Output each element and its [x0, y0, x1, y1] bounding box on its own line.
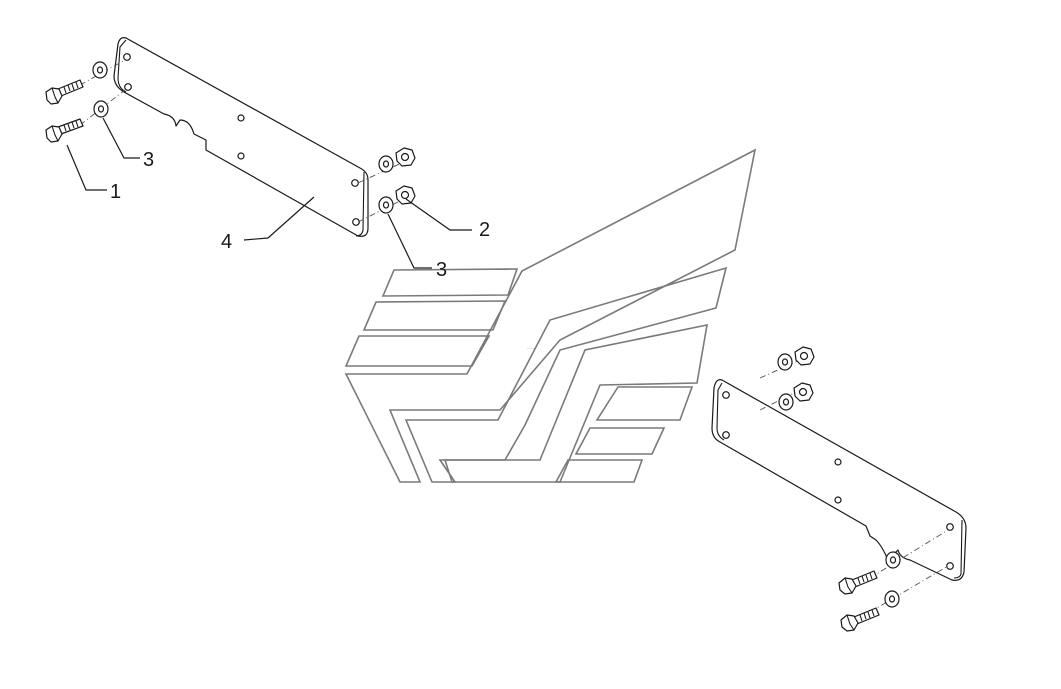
callout-plate: 4: [221, 231, 232, 253]
nut-lower: [395, 185, 416, 205]
callout-nut: 2: [479, 219, 490, 241]
callout-bolt: 1: [110, 181, 121, 203]
logo-fine-print: -- ---: [527, 345, 535, 350]
leader-plate: [243, 196, 315, 241]
washer-lower-right: [378, 196, 394, 214]
leader-nut: [405, 198, 472, 231]
nut-right-upper: [794, 346, 815, 366]
washer-upper-right: [378, 155, 394, 173]
bolt-upper-left: [45, 79, 84, 105]
mounting-plate-left: [113, 37, 369, 237]
left-mounting-plate-assembly: [45, 37, 416, 237]
washer-right-bolt-upper: [885, 551, 901, 569]
mounting-plate-right: [711, 379, 967, 581]
washer-lower-left: [93, 100, 109, 118]
bolt-right-upper: [838, 570, 878, 595]
washer-right-lower-a: [778, 393, 794, 411]
leader-bolt: [66, 144, 107, 191]
washer-right-bolt-lower: [884, 590, 900, 608]
leader-washer-lower: [387, 213, 432, 269]
callout-washer-lower: 3: [436, 259, 447, 281]
bolt-lower-left: [45, 118, 84, 143]
brand-logo-watermark: -- ---: [344, 148, 757, 483]
nut-upper: [395, 147, 416, 167]
right-mounting-plate-assembly: [711, 346, 967, 632]
bolt-right-lower: [840, 607, 880, 632]
leader-lines: [66, 117, 472, 269]
callout-washer-upper: 3: [143, 149, 154, 171]
nut-right-lower: [793, 382, 814, 402]
leader-washer-upper: [102, 117, 140, 159]
washer-upper-left: [92, 61, 108, 79]
washer-right-upper-a: [777, 353, 793, 371]
